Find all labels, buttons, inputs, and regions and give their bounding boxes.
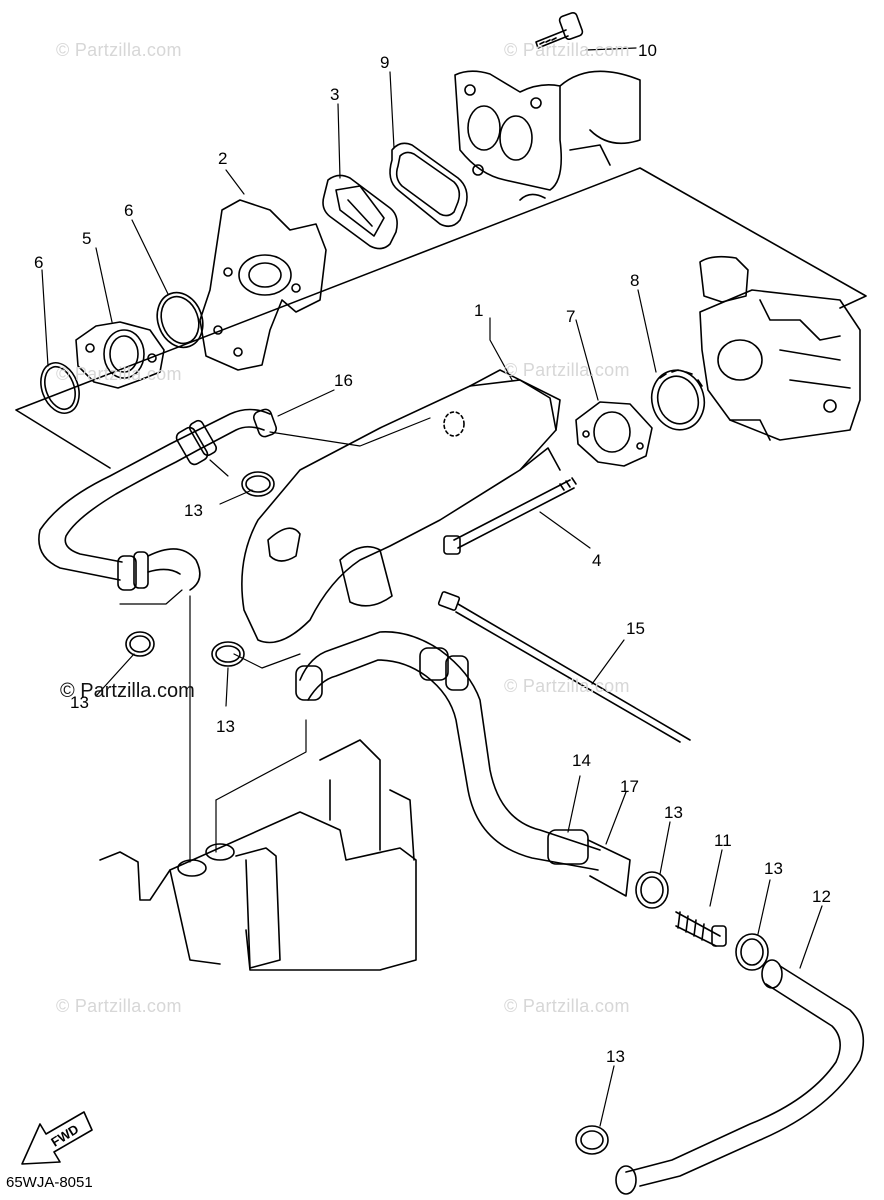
callout-3: 3 (330, 85, 340, 104)
watermark-7: © Partzilla.com (504, 996, 630, 1016)
callout-13e: 13 (764, 859, 783, 878)
callout-9: 9 (380, 53, 390, 72)
callout-8: 8 (630, 271, 640, 290)
carburetor-body (699, 255, 861, 441)
engine-manifold-top (454, 70, 641, 201)
callout-17: 17 (620, 777, 639, 796)
silencer-box-1 (241, 369, 561, 644)
flange-5 (75, 321, 165, 389)
watermark-6: © Partzilla.com (56, 996, 182, 1016)
watermark-3: © Partzilla.com (56, 364, 182, 384)
clamp-13f (575, 1125, 609, 1155)
intake-housing-2 (199, 199, 327, 371)
gasket-9 (389, 142, 468, 228)
watermark-2: © Partzilla.com (504, 40, 630, 60)
callout-1: 1 (474, 301, 484, 320)
callout-2: 2 (218, 149, 228, 168)
clamp-13e (735, 933, 769, 971)
o-ring-6b (40, 362, 80, 414)
callout-11: 11 (714, 831, 732, 850)
watermark-dark: © Partzilla.com (60, 680, 195, 702)
callout-6b: 6 (34, 253, 44, 272)
reference-leader-lines (119, 417, 431, 863)
o-ring-6a (156, 291, 204, 349)
callout-7: 7 (566, 307, 576, 326)
engine-lower-block (99, 739, 417, 971)
callout-13d: 13 (664, 803, 683, 822)
callout-15: 15 (626, 619, 645, 638)
clamp-13d (635, 871, 669, 909)
hose-12 (615, 959, 865, 1195)
bolt-4 (443, 477, 577, 555)
callout-13c: 13 (216, 717, 235, 736)
bolt-10 (535, 11, 584, 49)
clamp-13b (125, 631, 155, 657)
callout-10: 10 (638, 41, 657, 60)
callout-6a: 6 (124, 201, 134, 220)
callout-13a: 13 (184, 501, 203, 520)
clamp-13c (211, 641, 245, 667)
callout-13f: 13 (606, 1047, 625, 1066)
callout-13b: 13 (70, 693, 89, 712)
clamp-13a (241, 471, 275, 497)
watermark-1: © Partzilla.com (56, 40, 182, 60)
fwd-arrow (21, 1111, 93, 1165)
callout-leaders (41, 47, 823, 1127)
cable-tie-15 (437, 591, 691, 743)
callout-5: 5 (82, 229, 92, 248)
watermark-4: © Partzilla.com (504, 360, 630, 380)
gasket-3 (322, 174, 398, 250)
callout-12: 12 (812, 887, 831, 906)
lower-hose (295, 631, 631, 897)
bracket-7 (575, 401, 653, 467)
diagram-code: 65WJA-8051 (6, 1174, 93, 1191)
callout-14: 14 (572, 751, 591, 770)
fitting-11 (675, 911, 727, 947)
watermark-5: © Partzilla.com (504, 676, 630, 696)
upper-hose (38, 408, 278, 591)
callout-4: 4 (592, 551, 602, 570)
ring-8 (650, 369, 706, 431)
callout-16: 16 (334, 371, 353, 390)
